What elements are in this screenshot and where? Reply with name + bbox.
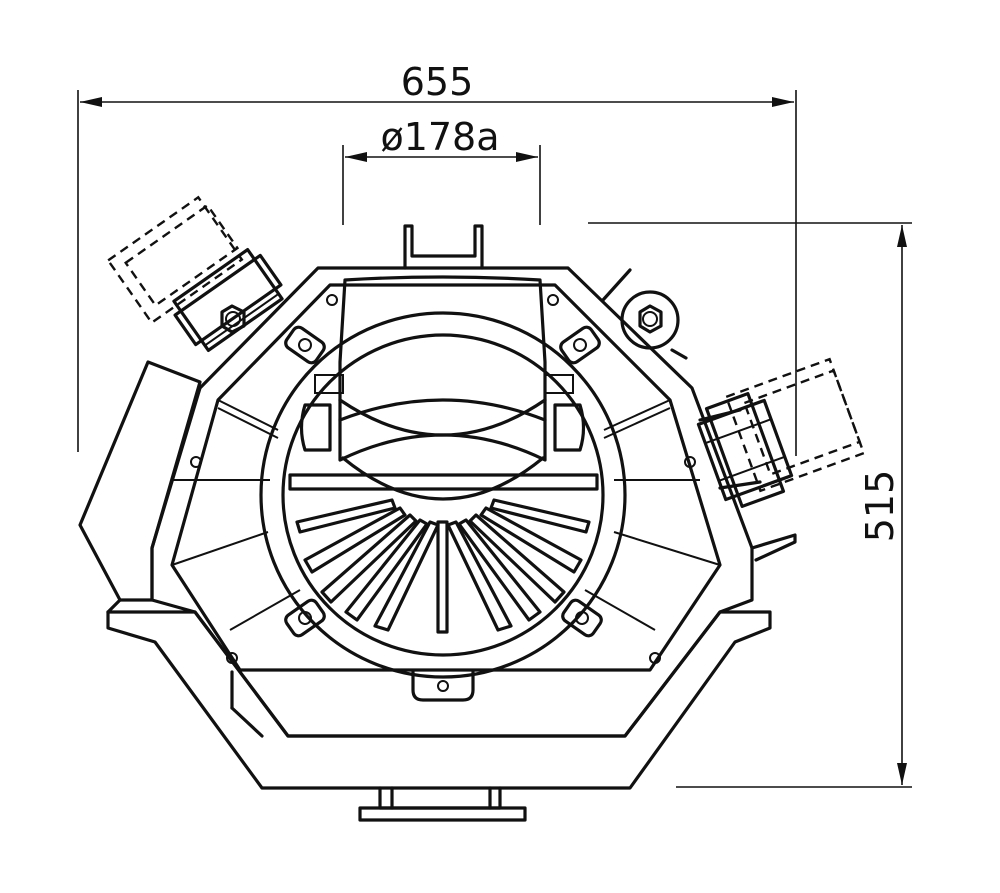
outlet-diameter-label: ø178a (380, 115, 499, 159)
overall-width-label: 655 (401, 60, 474, 104)
overall-height-label: 515 (858, 470, 902, 543)
hinge-lugs (284, 325, 603, 702)
right-damper-assembly (696, 357, 866, 508)
grate-bars (295, 456, 591, 634)
dimension-overall-height: 515 (588, 222, 912, 788)
bottom-foot (358, 786, 527, 822)
stove-body (78, 266, 797, 790)
top-handle (403, 224, 484, 270)
bolt-holes (190, 294, 696, 664)
dimension-outlet-diameter: ø178a (342, 115, 541, 225)
firebox-ring (259, 311, 627, 679)
right-top-knob (601, 268, 688, 360)
flue-hood (338, 275, 547, 462)
left-handle-assembly (106, 195, 284, 352)
frame-ribs (171, 399, 721, 631)
dimension-overall-width: 655 (77, 60, 797, 456)
